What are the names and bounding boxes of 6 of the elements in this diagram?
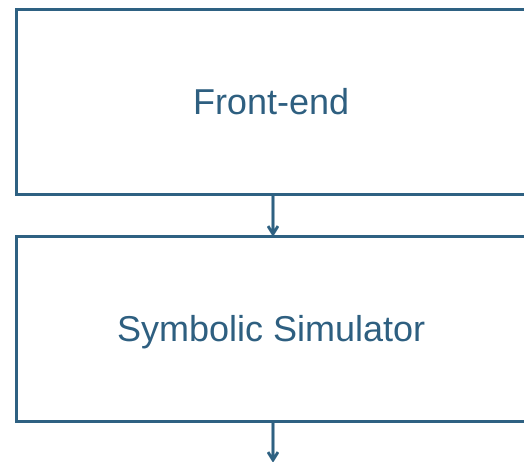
- process-box: [15, 8, 524, 196]
- arrow: [266, 423, 280, 462]
- arrow: [266, 196, 280, 236]
- box-label: Symbolic Simulator: [116, 308, 426, 350]
- process-box: [15, 235, 524, 423]
- box-label: Front-end: [192, 81, 350, 123]
